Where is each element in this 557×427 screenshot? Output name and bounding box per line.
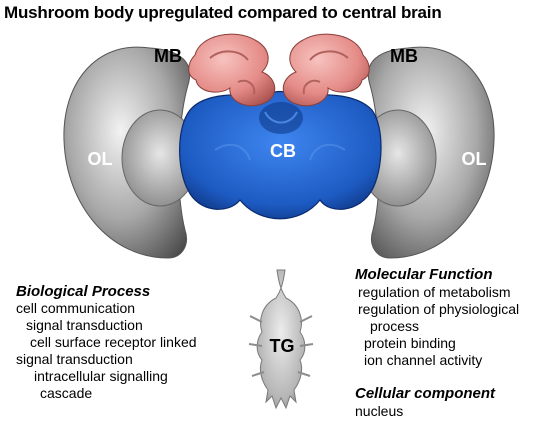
- mushroom-body-left: [188, 33, 276, 107]
- molecular-function-header: Molecular Function: [355, 266, 493, 283]
- bp-item: signal transduction: [16, 351, 133, 367]
- bp-item: cascade: [40, 385, 93, 401]
- mf-item: ion channel activity: [364, 352, 483, 368]
- optic-lobe-left: [63, 46, 199, 259]
- cellular-component-header: Cellular component: [355, 385, 496, 402]
- cb-label: CB: [270, 141, 296, 161]
- bp-item: cell communication: [16, 300, 136, 316]
- bp-item: intracellular signalling: [34, 368, 168, 384]
- mushroom-body-right: [282, 33, 370, 107]
- biological-process-header: Biological Process: [16, 283, 151, 300]
- bp-item: cell surface receptor linked: [30, 334, 197, 350]
- mf-item: regulation of metabolism: [358, 284, 511, 300]
- thoracic-ganglion: [248, 269, 314, 410]
- mb-right-label: MB: [390, 46, 418, 66]
- mb-left-label: MB: [154, 46, 182, 66]
- bp-item: signal transduction: [26, 317, 143, 333]
- mf-item: regulation of physiological: [358, 301, 520, 317]
- ol-right-label: OL: [462, 149, 487, 169]
- cc-item: nucleus: [355, 403, 404, 419]
- optic-lobe-right: [359, 46, 495, 259]
- figure-title: Mushroom body upregulated compared to ce…: [4, 3, 442, 22]
- mf-item: protein binding: [364, 335, 456, 351]
- tg-label: TG: [270, 336, 295, 356]
- ol-left-label: OL: [88, 149, 113, 169]
- mf-item: process: [370, 318, 420, 334]
